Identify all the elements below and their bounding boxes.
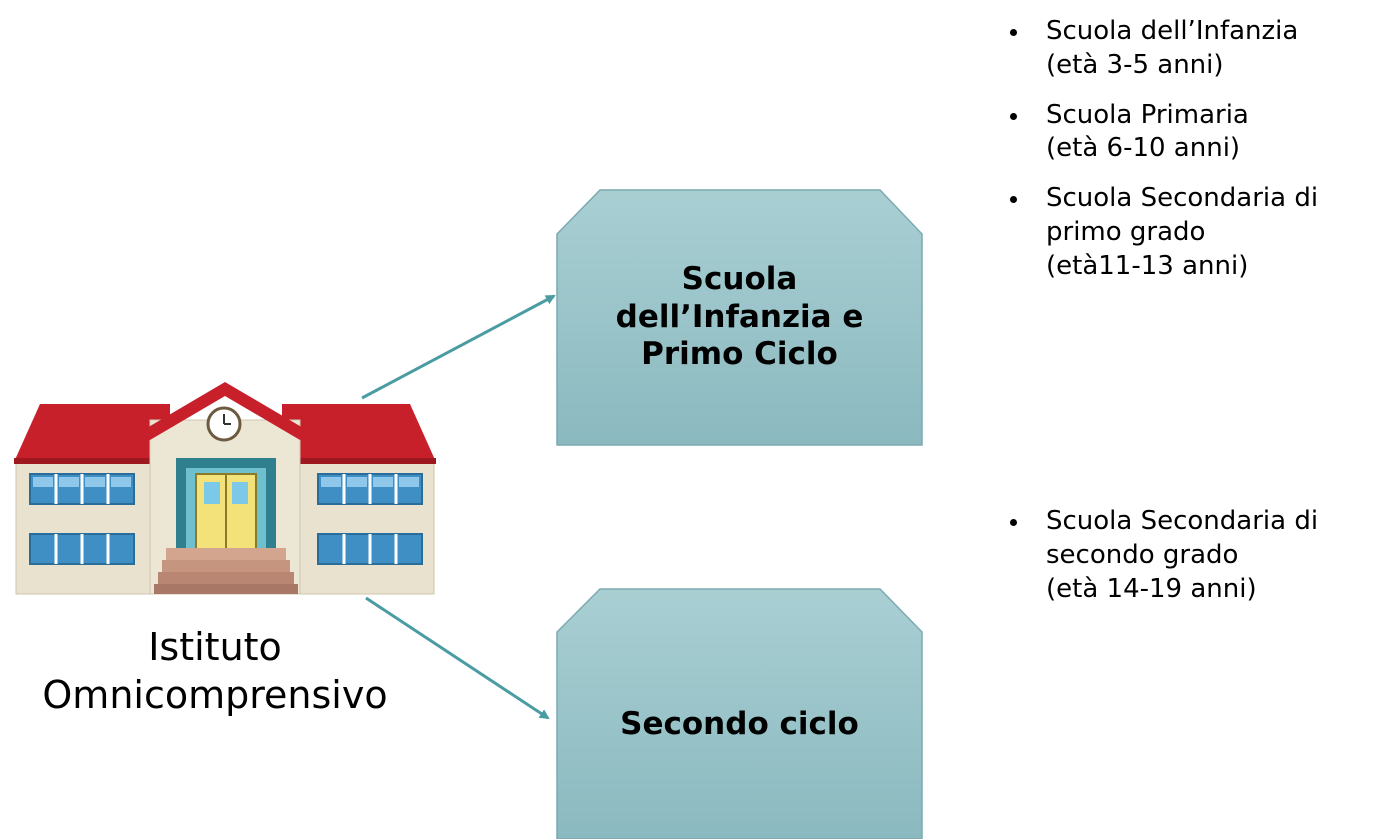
box-primo-ciclo-line-2: dell’Infanzia e: [615, 298, 864, 335]
list-item-line: secondo grado: [1046, 539, 1239, 570]
list-item-line: Scuola Secondaria di: [1046, 506, 1319, 536]
list-item: Scuola dell’Infanzia (età 3-5 anni): [1002, 15, 1318, 83]
box-primo-ciclo-label: Scuola dell’Infanzia e Primo Ciclo: [557, 190, 922, 445]
list-item: Scuola Secondaria di primo grado (età11-…: [1002, 182, 1318, 283]
list-item-line: (età 3-5 anni): [1046, 49, 1224, 80]
bullet-dot-icon: [1010, 29, 1017, 36]
school-caption-line-1: Istituto: [148, 625, 282, 669]
list-item-line: Scuola Primaria: [1046, 99, 1249, 130]
primo-ciclo-list: Scuola dell’Infanzia (età 3-5 anni) Scuo…: [1002, 15, 1318, 300]
list-item-line: (età 14-19 anni): [1046, 573, 1257, 604]
bullet-dot-icon: [1010, 519, 1017, 526]
list-item: Scuola Secondaria di secondo grado (età …: [1002, 505, 1318, 606]
list-item-line: (età11-13 anni): [1046, 250, 1249, 281]
school-building-icon: [14, 382, 436, 595]
list-item-line: Scuola dell’Infanzia: [1046, 16, 1299, 46]
secondo-ciclo-list: Scuola Secondaria di secondo grado (età …: [1002, 505, 1318, 622]
list-item-line: Scuola Secondaria di: [1046, 183, 1319, 214]
arrow-to-primo-ciclo: [361, 294, 556, 400]
box-primo-ciclo-line-3: Primo Ciclo: [641, 336, 838, 373]
list-item-line: primo grado: [1046, 216, 1206, 247]
box-primo-ciclo-shape: [556, 189, 923, 446]
school-caption: Istituto Omnicomprensivo: [0, 624, 430, 719]
school-caption-line-2: Omnicomprensivo: [42, 672, 388, 717]
bullet-dot-icon: [1010, 196, 1017, 204]
list-item-line: (età 6-10 anni): [1046, 133, 1241, 164]
box-primo-ciclo-line-1: Scuola: [681, 260, 798, 297]
list-item: Scuola Primaria (età 6-10 anni): [1002, 99, 1318, 167]
box-secondo-ciclo-label: Secondo ciclo: [557, 690, 922, 760]
box-secondo-ciclo-line-1: Secondo ciclo: [620, 706, 859, 743]
bullet-dot-icon: [1010, 112, 1017, 120]
box-secondo-ciclo-shape: [556, 588, 923, 839]
arrow-to-secondo-ciclo: [365, 596, 550, 720]
